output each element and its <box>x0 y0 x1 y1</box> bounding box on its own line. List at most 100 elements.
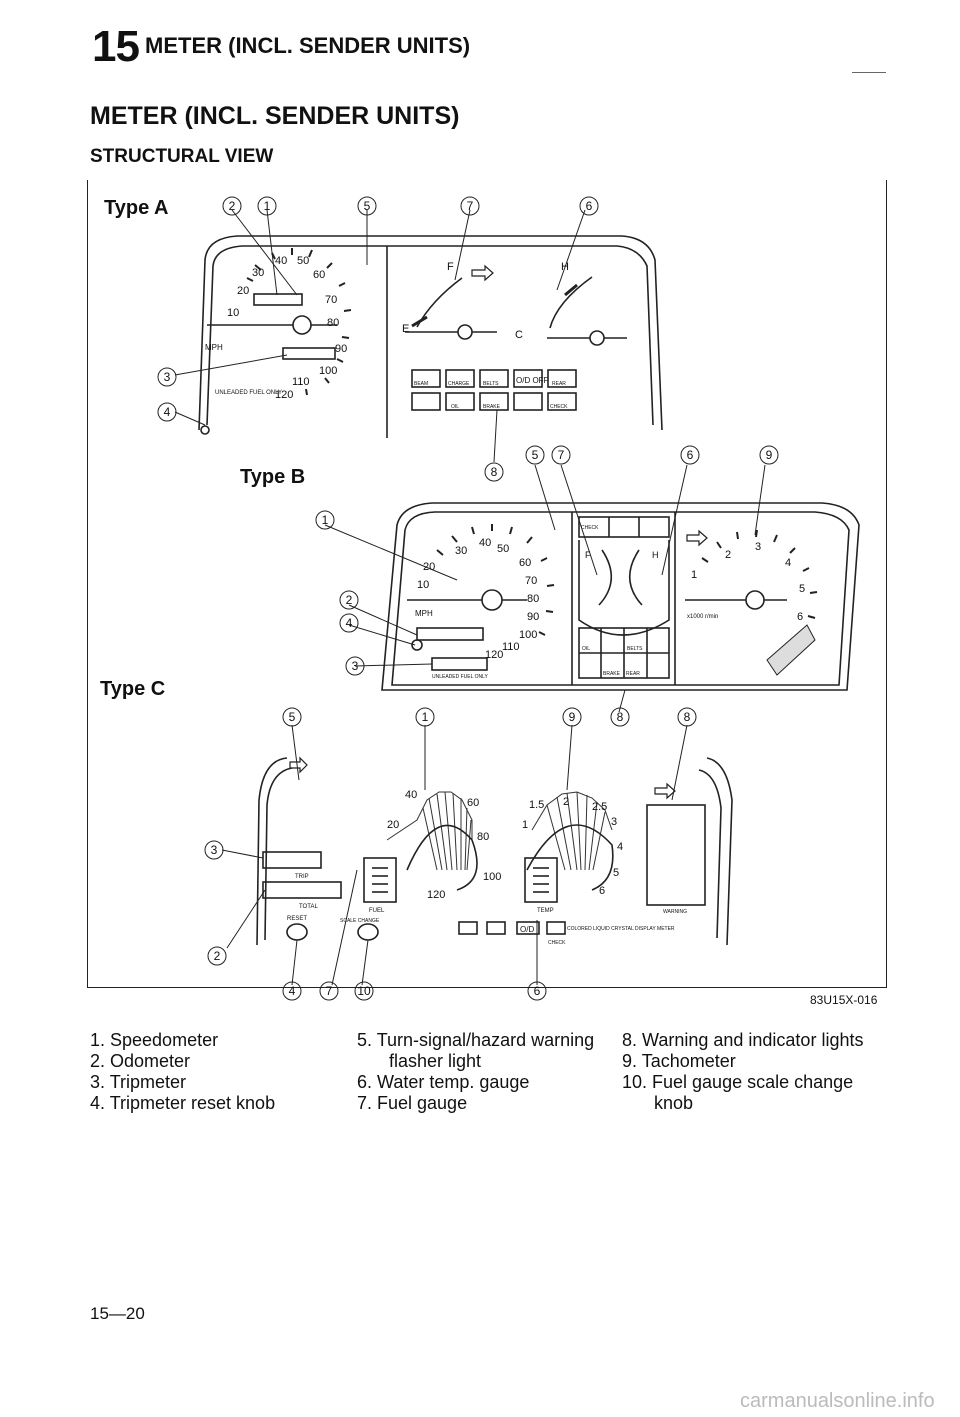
c-tacho-4: 4 <box>617 841 623 853</box>
legend-item: 2. Odometer <box>90 1051 191 1071</box>
diagram-labels: 10 20 30 40 50 60 70 80 90 100 110 120 M… <box>157 196 805 1001</box>
page-number: 15—20 <box>90 1304 145 1323</box>
a-speed-110: 110 <box>292 376 310 388</box>
a-ind-od: O/D OFF <box>516 376 549 385</box>
a-speed-120: 120 <box>275 389 293 401</box>
a-fuel-f: F <box>447 261 454 273</box>
a-mph-label: MPH <box>205 343 223 352</box>
callout-c-2: 2 <box>214 949 221 963</box>
b-ind-brake: BRAKE <box>603 671 621 677</box>
type-b-cluster <box>324 464 860 713</box>
b-tacho-3: 3 <box>755 541 761 553</box>
callout-c-9: 9 <box>569 710 576 724</box>
callout-c-5: 5 <box>289 710 296 724</box>
c-fuel-label: FUEL <box>369 908 385 914</box>
c-tacho-1: 1 <box>522 819 528 831</box>
callout-b-7: 7 <box>558 448 565 462</box>
c-trip-label: TRIP <box>295 874 309 880</box>
b-speed-90: 90 <box>527 611 539 623</box>
callout-b-4: 4 <box>346 616 353 630</box>
page-title: METER (INCL. SENDER UNITS) <box>90 102 460 130</box>
a-speed-20: 20 <box>237 285 249 297</box>
c-total-label: TOTAL <box>299 904 318 910</box>
a-temp-h: H <box>561 261 569 273</box>
figure-code: 83U15X-016 <box>810 993 878 1007</box>
c-speed-120: 120 <box>427 889 445 901</box>
b-unleaded-label: UNLEADED FUEL ONLY <box>432 674 489 680</box>
c-scale-change-label: SCALE CHANGE <box>340 918 380 924</box>
b-speed-70: 70 <box>525 575 537 587</box>
section-header-title: METER (INCL. SENDER UNITS) <box>145 33 471 58</box>
b-speed-100: 100 <box>519 629 537 641</box>
c-tacho-15: 1.5 <box>529 799 544 811</box>
b-tacho-4: 4 <box>785 557 791 569</box>
callout-a-1: 1 <box>264 199 271 213</box>
callout-c-1: 1 <box>422 710 429 724</box>
legend-item: 3. Tripmeter <box>90 1072 187 1092</box>
a-ind-belts: BELTS <box>483 381 499 387</box>
c-warning-label: WARNING <box>663 909 687 915</box>
legend-item: 10. Fuel gauge scale change <box>622 1072 854 1092</box>
c-speed-100: 100 <box>483 871 501 883</box>
a-speed-50: 50 <box>297 255 309 267</box>
callout-a-7: 7 <box>467 199 474 213</box>
callout-b-6: 6 <box>687 448 694 462</box>
a-speed-10: 10 <box>227 307 239 319</box>
b-tacho-5: 5 <box>799 583 805 595</box>
b-speed-110: 110 <box>502 641 520 653</box>
c-tacho-2: 2 <box>563 796 569 808</box>
c-speed-20: 20 <box>387 819 399 831</box>
a-fuel-e: E <box>402 323 409 335</box>
type-c-cluster <box>221 724 733 986</box>
header-rule <box>852 72 886 73</box>
a-ind-beam: BEAM <box>414 381 428 387</box>
b-tacho-1: 1 <box>691 569 697 581</box>
callout-c-7: 7 <box>326 984 333 998</box>
legend-item: 6. Water temp. gauge <box>357 1072 530 1092</box>
b-ind-check: CHECK <box>581 525 599 531</box>
legend-column-1: 1. Speedometer 2. Odometer 3. Tripmeter … <box>90 1030 275 1114</box>
b-speed-80: 80 <box>527 593 539 605</box>
a-speed-40: 40 <box>275 255 287 267</box>
callout-c-10: 10 <box>357 984 371 998</box>
b-speed-60: 60 <box>519 557 531 569</box>
legend-item: 9. Tachometer <box>622 1051 736 1071</box>
legend-item: 5. Turn-signal/hazard warning <box>357 1030 595 1050</box>
c-od-label: O/D <box>520 925 534 934</box>
a-speed-100: 100 <box>319 365 337 377</box>
callout-a-5: 5 <box>364 199 371 213</box>
legend-item: 8. Warning and indicator lights <box>622 1030 864 1050</box>
callout-b-1: 1 <box>322 513 329 527</box>
callout-a-6: 6 <box>586 199 593 213</box>
c-tacho-5: 5 <box>613 867 619 879</box>
instrument-cluster-diagram: 10 20 30 40 50 60 70 80 90 100 110 120 M… <box>157 196 860 1001</box>
c-speed-60: 60 <box>467 797 479 809</box>
b-tacho-unit: x1000 r/min <box>687 614 718 620</box>
a-temp-c: C <box>515 329 523 341</box>
c-lcd-label: COLORED LIQUID CRYSTAL DISPLAY METER <box>567 926 675 932</box>
callout-b-2: 2 <box>346 593 353 607</box>
b-speed-30: 30 <box>455 545 467 557</box>
b-temp-h: H <box>652 550 659 560</box>
b-ind-rear: REAR <box>626 671 640 677</box>
a-unleaded-label: UNLEADED FUEL ONLY <box>215 390 282 396</box>
c-check-label: CHECK <box>548 940 566 946</box>
legend-item: 7. Fuel gauge <box>357 1093 468 1113</box>
callout-c-8a: 8 <box>617 710 624 724</box>
b-tacho-2: 2 <box>725 549 731 561</box>
a-ind-check: CHECK <box>550 404 568 410</box>
a-speed-30: 30 <box>252 267 264 279</box>
callout-a-4: 4 <box>164 405 171 419</box>
callout-a-2: 2 <box>229 199 236 213</box>
b-ind-oil: OIL <box>582 646 590 652</box>
legend-item: 1. Speedometer <box>90 1030 219 1050</box>
c-speed-80: 80 <box>477 831 489 843</box>
callout-c-8b: 8 <box>684 710 691 724</box>
a-speed-90: 90 <box>335 343 347 355</box>
callout-b-9: 9 <box>766 448 773 462</box>
c-tacho-3: 3 <box>611 816 617 828</box>
callout-c-6: 6 <box>534 984 541 998</box>
c-speed-40: 40 <box>405 789 417 801</box>
b-speed-50: 50 <box>497 543 509 555</box>
a-speed-70: 70 <box>325 294 337 306</box>
